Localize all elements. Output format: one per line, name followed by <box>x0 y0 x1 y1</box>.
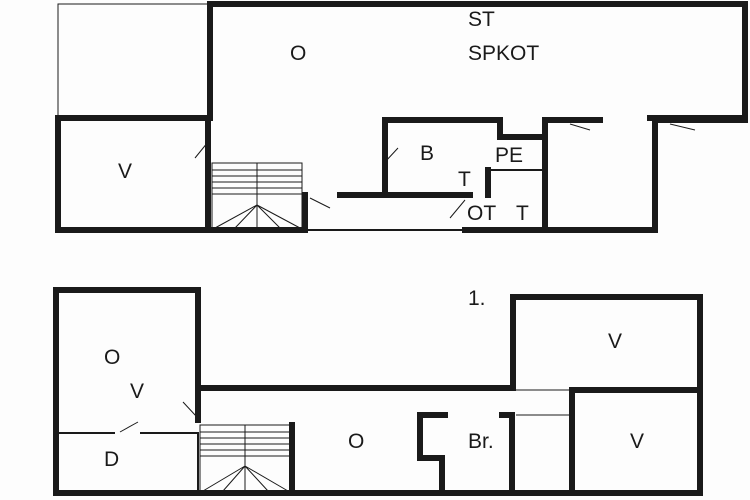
room-divider <box>542 117 603 231</box>
room-label: V <box>608 330 622 353</box>
ground-floor: O ST SPKOT V B T PE OT T <box>55 1 748 233</box>
ground-bottom-right-wall <box>462 117 748 233</box>
bathroom-wall <box>417 412 515 496</box>
room-label: PE <box>495 144 523 167</box>
d-room-wall <box>58 432 199 493</box>
room-label: T <box>458 168 471 191</box>
room-label: OT <box>467 202 496 225</box>
floor-number: 1. <box>468 287 486 310</box>
room-label: ST <box>468 8 495 31</box>
staircase <box>211 162 303 229</box>
room-label: D <box>104 448 119 471</box>
staircase <box>199 424 291 492</box>
room-label: B <box>420 142 434 165</box>
room-label: V <box>118 160 132 183</box>
room-label: Br. <box>468 430 494 453</box>
door-swings <box>194 123 696 219</box>
hall-marks <box>516 389 570 416</box>
room-label: O <box>290 42 306 65</box>
bathroom-wall <box>382 117 548 198</box>
room-label: T <box>516 202 529 225</box>
first-floor: 1. O V D O Br. V V <box>53 287 703 496</box>
room-label: V <box>130 380 144 403</box>
bathroom-notch <box>417 455 445 496</box>
first-outer-wall <box>53 287 703 496</box>
room-label: V <box>630 430 644 453</box>
bedroom-wall <box>569 387 703 496</box>
room-label: O <box>348 430 364 453</box>
terrace-area <box>57 3 209 119</box>
room-label: SPKOT <box>468 42 539 65</box>
room-label: O <box>104 346 120 369</box>
door-swings <box>119 401 197 433</box>
ground-left-wall <box>55 1 308 233</box>
